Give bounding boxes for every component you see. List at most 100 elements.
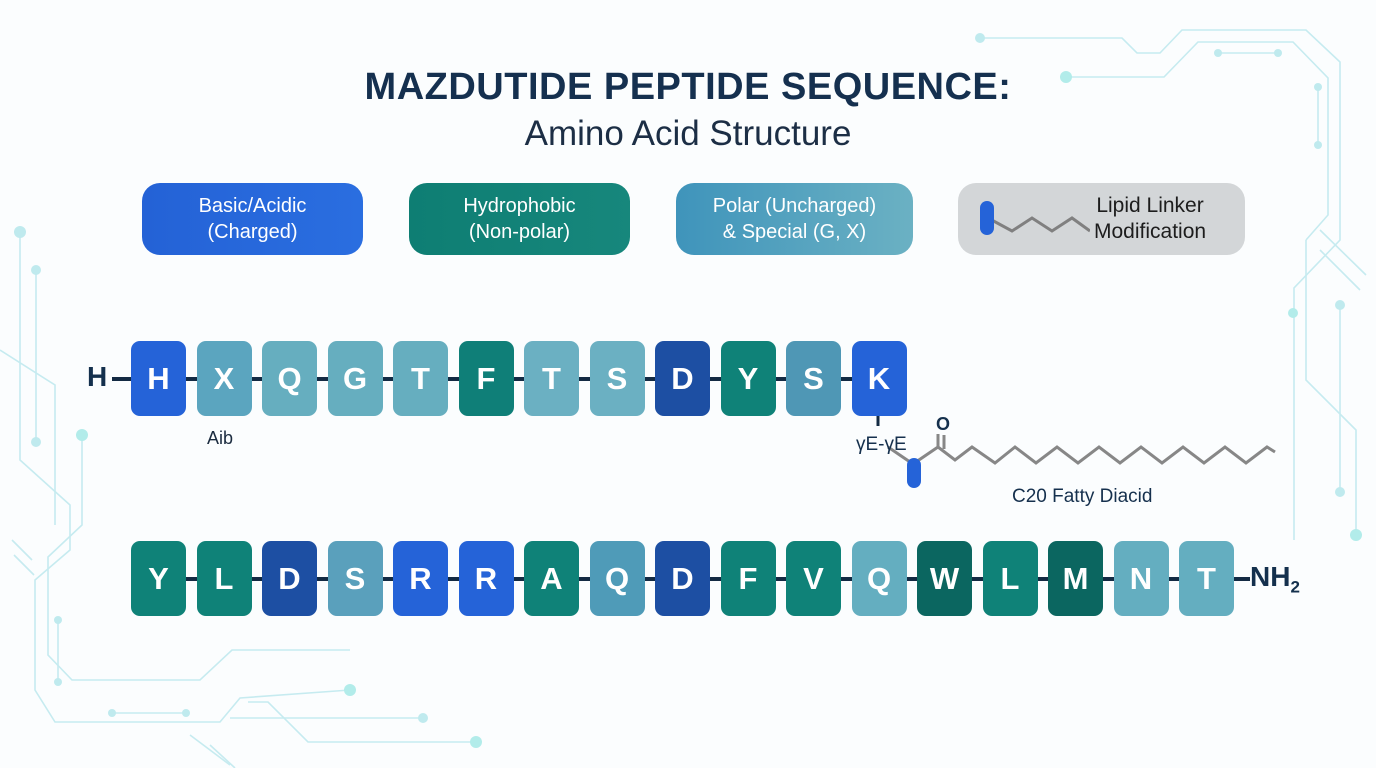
circuit-node <box>54 616 62 624</box>
residue-r: R <box>393 541 448 616</box>
circuit-node <box>975 33 985 43</box>
legend-charged: Basic/Acidic (Charged) <box>142 183 363 255</box>
circuit-trace <box>209 744 236 768</box>
residue-letter: H <box>147 360 170 396</box>
circuit-trace <box>1305 240 1357 535</box>
residue-letter: X <box>213 360 235 396</box>
residue-d: D <box>262 541 317 616</box>
linker-label: γE-γE <box>856 434 907 455</box>
residue-letter: Q <box>866 560 892 596</box>
circuit-node <box>1350 529 1362 541</box>
legend-hydrophobic: Hydrophobic (Non-polar) <box>409 183 630 255</box>
residue-t: T <box>1179 541 1234 616</box>
residue-letter: S <box>344 560 366 596</box>
c-terminus-label: NH <box>1250 561 1291 592</box>
carbonyl-label: O <box>936 414 950 434</box>
residue-l: L <box>196 541 252 616</box>
circuit-trace <box>0 349 56 525</box>
residue-l: L <box>982 541 1038 616</box>
residue-t: T <box>393 341 448 416</box>
circuit-trace <box>1319 249 1361 291</box>
residue-letter: T <box>542 360 561 396</box>
residue-f: F <box>458 341 514 416</box>
residue-letter: T <box>411 360 430 396</box>
residue-t: T <box>524 341 579 416</box>
residue-letter: Y <box>148 560 169 596</box>
fatty-acid-label: C20 Fatty Diacid <box>1012 486 1152 507</box>
residue-f: F <box>720 541 776 616</box>
residue-k: K <box>851 341 907 416</box>
page-subtitle: Amino Acid Structure <box>524 114 852 153</box>
lipid-chain-icon <box>980 201 1090 235</box>
residue-d: D <box>655 341 710 416</box>
circuit-node <box>344 684 356 696</box>
residue-letter: L <box>214 560 234 596</box>
circuit-node <box>418 713 428 723</box>
residue-letter: F <box>476 360 496 396</box>
n-terminus: H <box>87 361 108 392</box>
residue-letter: M <box>1062 560 1089 596</box>
residue-letter: Y <box>737 360 759 396</box>
residue-m: M <box>1048 541 1103 616</box>
residue-y: Y <box>720 341 776 416</box>
circuit-trace <box>13 554 35 576</box>
residue-letter: A <box>540 560 563 596</box>
linker-node <box>907 458 921 488</box>
circuit-node <box>1314 83 1322 91</box>
circuit-node <box>31 437 41 447</box>
c-terminus: NH2 <box>1250 561 1300 598</box>
residue-s: S <box>786 341 841 416</box>
residue-letter: Q <box>277 360 302 396</box>
residue-n: N <box>1113 541 1169 616</box>
residue-letter: R <box>474 560 498 596</box>
residue-letter: D <box>671 560 694 596</box>
circuit-trace <box>248 701 480 743</box>
residue-letter: S <box>803 360 824 396</box>
residue-letter: N <box>1129 560 1153 596</box>
residue-letter: D <box>278 560 301 596</box>
residue-v: V <box>786 541 841 616</box>
circuit-trace <box>11 539 33 561</box>
residue-letter: Q <box>604 560 630 596</box>
residue-w: W <box>917 541 972 616</box>
residue-x: X <box>196 341 252 416</box>
legend-lipid: Lipid Linker Modification <box>958 183 1245 255</box>
circuit-node <box>470 736 482 748</box>
residue-letter: L <box>1000 560 1020 596</box>
circuit-node <box>1214 49 1222 57</box>
lipid-modification: γE-γE O C20 Fatty Diacid <box>856 414 1276 507</box>
residue-h: H <box>131 341 186 416</box>
residue-s: S <box>327 541 383 616</box>
circuit-trace <box>1319 229 1367 276</box>
aib-label: Aib <box>207 428 234 448</box>
circuit-node <box>1314 141 1322 149</box>
circuit-node <box>1288 308 1298 318</box>
residue-letter: K <box>867 360 891 396</box>
page-title: MAZDUTIDE PEPTIDE SEQUENCE: <box>364 66 1012 108</box>
circuit-node <box>1335 487 1345 497</box>
residue-s: S <box>589 341 645 416</box>
legend-polar: Polar (Uncharged) & Special (G, X) <box>676 183 913 255</box>
legend-label: Lipid Linker Modification <box>1094 194 1207 243</box>
circuit-node <box>76 429 88 441</box>
residue-y: Y <box>131 541 186 616</box>
residue-d: D <box>655 541 710 616</box>
c-terminus-subscript: 2 <box>1290 577 1300 597</box>
legend-label: Hydrophobic (Non-polar) <box>463 195 576 243</box>
residue-q: Q <box>851 541 907 616</box>
legend-label: Polar (Uncharged) & Special (G, X) <box>712 195 877 243</box>
circuit-trace <box>19 232 351 723</box>
residue-letter: R <box>409 560 432 596</box>
circuit-trace <box>980 29 1341 540</box>
circuit-node <box>14 226 26 238</box>
circuit-node <box>182 709 190 717</box>
residue-letter: G <box>342 360 368 396</box>
circuit-node <box>31 265 41 275</box>
residue-r: R <box>458 541 514 616</box>
circuit-node <box>1060 71 1072 83</box>
circuit-node <box>54 678 62 686</box>
residue-letter: D <box>671 360 694 396</box>
